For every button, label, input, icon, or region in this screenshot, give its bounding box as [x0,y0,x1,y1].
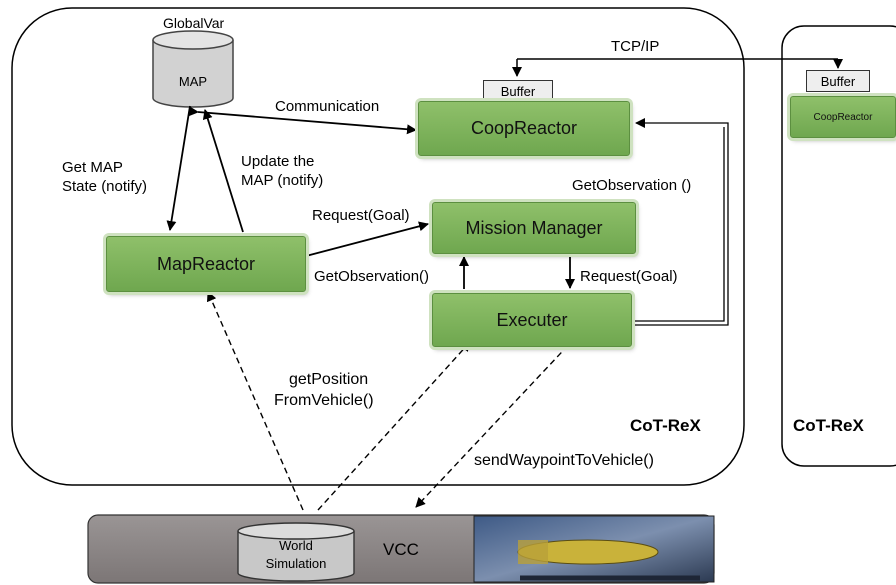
request-goal-left-arrow [305,221,429,257]
send-waypoint-label: sendWaypointToVehicle() [474,452,654,469]
dashed-simulation-links [207,291,576,511]
world-simulation-label-line1: World [279,538,313,553]
remote-cot-rex-container [781,25,896,467]
update-map-label-line1: Update the [241,153,315,170]
get-position-label-line1: getPosition [289,371,369,388]
get-position-label-line2: FromVehicle() [274,392,374,409]
communication-label: Communication [275,98,380,115]
update-map-arrow [202,109,244,233]
remote-buffer: Buffer [806,70,870,92]
mission-manager-node[interactable]: Mission Manager [432,202,636,254]
map-database-label: MAP [178,74,208,89]
get-map-state-label-line1: Get MAP [62,159,123,176]
get-observation-mid-label: GetObservation() [314,268,430,285]
remote-cot-rex-title: CoT-ReX [793,416,864,435]
get-map-state-arrow [166,105,191,231]
update-map-label-line2: MAP (notify) [241,172,324,189]
executer-node[interactable]: Executer [432,293,632,347]
world-simulation-cylinder [237,522,355,582]
request-goal-right-label: Request(Goal) [580,268,678,285]
get-observation-top-label: GetObservation () [572,177,692,194]
main-cot-rex-title: CoT-ReX [630,416,701,435]
globalvar-title: GlobalVar [163,15,225,31]
coop-buffer: Buffer [483,80,553,102]
vcc-label: VCC [383,540,419,559]
world-simulation-label-line2: Simulation [265,556,327,571]
remote-coop-reactor-node[interactable]: CoopReactor [790,96,896,138]
get-map-state-label-line2: State (notify) [62,178,148,195]
tcp-ip-label: TCP/IP [611,38,660,55]
map-database-cylinder [152,30,234,108]
get-observation-top-arrow [632,118,729,326]
map-reactor-node[interactable]: MapReactor [106,236,306,292]
coop-reactor-node[interactable]: CoopReactor [418,101,630,156]
vehicle-photo [473,515,715,583]
request-goal-left-label: Request(Goal) [312,207,410,224]
communication-arrow [188,106,417,135]
tcp-ip-link [512,58,843,77]
